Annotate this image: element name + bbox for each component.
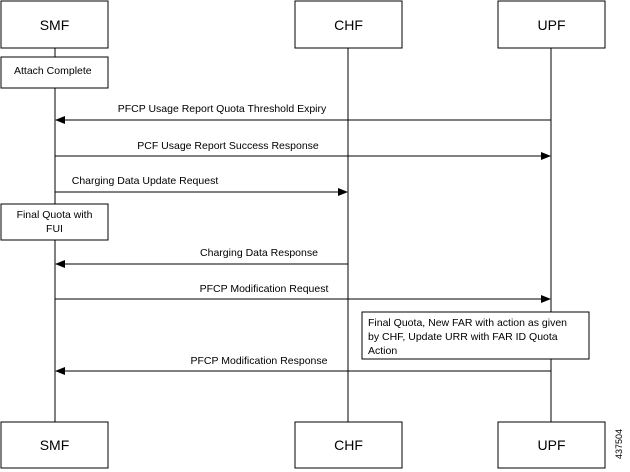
note-final-quota-far: Final Quota, New FAR with action as give…: [361, 311, 590, 360]
message-pcf-usage-report-success: PCF Usage Report Success Response: [55, 140, 551, 160]
message-charging-data-response: Charging Data Response: [55, 247, 348, 268]
note-line: Attach Complete: [14, 65, 92, 77]
note-line: by CHF, Update URR with FAR ID Quota: [368, 331, 558, 343]
note-attach-complete: Attach Complete: [0, 56, 109, 89]
message-label: Charging Data Response: [200, 247, 318, 259]
note-line: Final Quota, New FAR with action as give…: [368, 317, 567, 329]
message-pfcp-modification-response: PFCP Modification Response: [55, 355, 551, 375]
participant-label: UPF: [538, 17, 566, 33]
message-pfcp-modification-request: PFCP Modification Request: [55, 283, 551, 303]
message-pfcp-usage-report: PFCP Usage Report Quota Threshold Expiry: [55, 103, 551, 124]
note-line: Final Quota with: [17, 209, 93, 221]
message-charging-data-update-request: Charging Data Update Request: [55, 175, 348, 196]
participant-chf-bottom: CHF: [294, 421, 403, 469]
note-line: FUI: [46, 223, 63, 235]
message-label: PFCP Usage Report Quota Threshold Expiry: [118, 103, 327, 115]
message-label: Charging Data Update Request: [72, 175, 219, 187]
participant-smf-bottom: SMF: [0, 421, 109, 469]
participant-label: SMF: [40, 17, 70, 33]
message-label: PFCP Modification Response: [191, 355, 328, 367]
participant-label: SMF: [40, 437, 70, 453]
message-label: PCF Usage Report Success Response: [137, 140, 319, 152]
participant-upf-bottom: UPF: [497, 421, 606, 469]
note-line: Action: [368, 345, 397, 357]
participant-smf-top: SMF: [0, 0, 109, 49]
participant-upf-top: UPF: [497, 0, 606, 49]
participant-label: UPF: [538, 437, 566, 453]
note-final-quota-fui: Final Quota with FUI: [0, 203, 109, 241]
figure-id: 437504: [614, 429, 624, 459]
participant-label: CHF: [334, 17, 363, 33]
message-label: PFCP Modification Request: [200, 283, 329, 295]
participant-chf-top: CHF: [294, 0, 403, 49]
participant-label: CHF: [334, 437, 363, 453]
